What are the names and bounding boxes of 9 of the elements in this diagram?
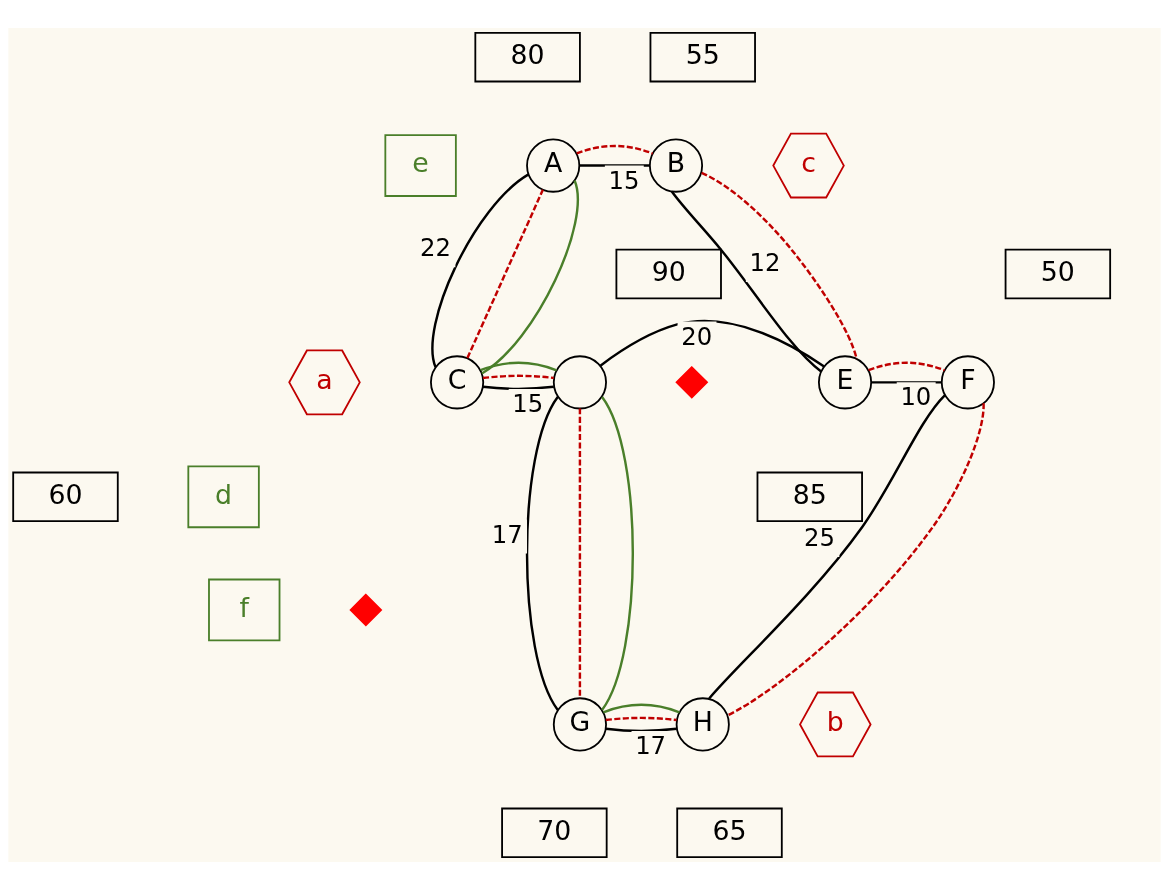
edge-label: 20 (681, 321, 713, 351)
edge-label: 25 (804, 522, 836, 552)
edge-label: 17 (491, 519, 523, 549)
edge-label: 17 (635, 730, 667, 760)
edge-label: 12 (749, 247, 781, 277)
edge-label: 15 (608, 165, 640, 195)
edge-label: 15 (512, 388, 544, 418)
edge-label: 10 (900, 381, 932, 411)
edge-label: 22 (420, 232, 452, 262)
